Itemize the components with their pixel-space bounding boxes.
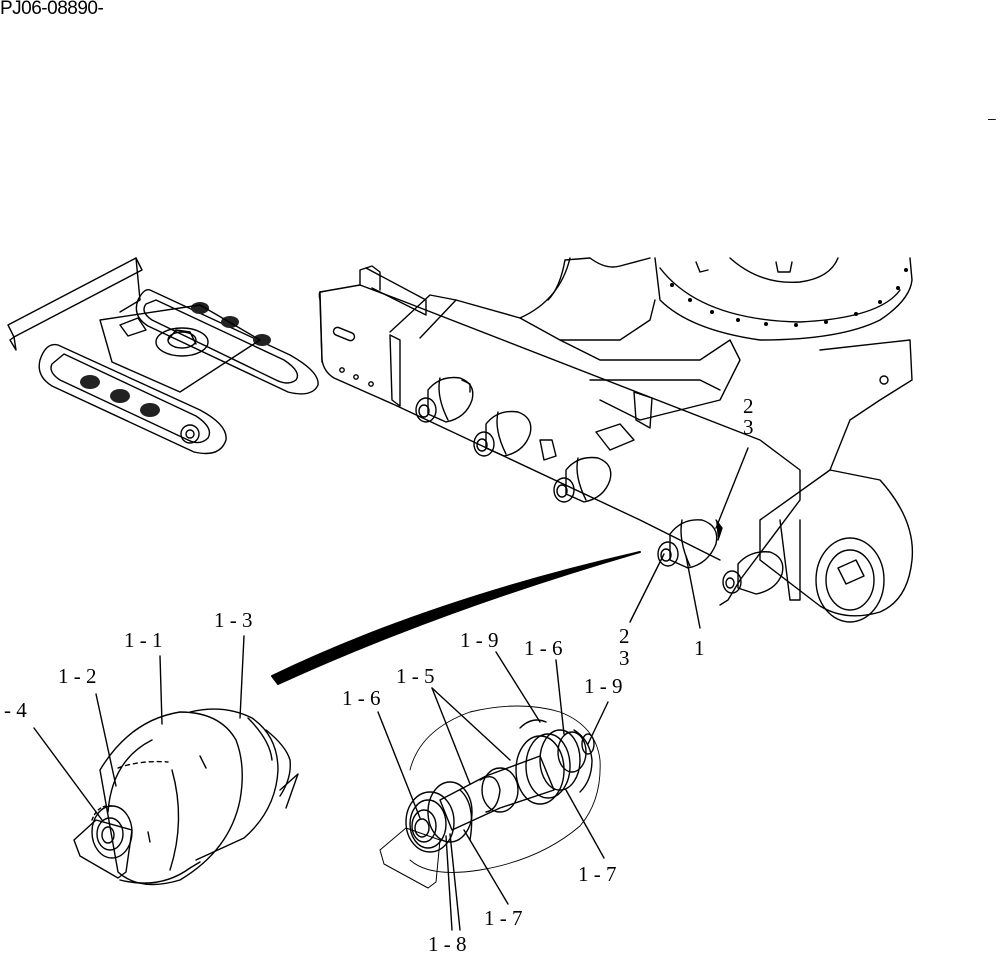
track-roller-4-callout bbox=[657, 519, 723, 569]
undercarriage-overview-thumbnail bbox=[7, 257, 319, 455]
detail-pointer-arrow bbox=[271, 551, 641, 685]
exploded-leader-lines bbox=[377, 651, 609, 931]
callout-1-1: 1 - 1 bbox=[124, 628, 163, 652]
callout-1: 1 bbox=[694, 636, 705, 660]
callout-3-lower: 3 bbox=[619, 646, 630, 670]
callout-1-4: - 4 bbox=[4, 698, 27, 722]
corner-mark: – bbox=[988, 110, 996, 126]
callout-1-6-left: 1 - 6 bbox=[342, 686, 381, 710]
callout-1-8: 1 - 8 bbox=[428, 932, 467, 956]
document-id: PJ06-08890- bbox=[0, 0, 104, 19]
callout-2-upper: 2 bbox=[743, 394, 754, 418]
main-leader-lines bbox=[629, 447, 749, 629]
callout-1-7-bottom: 1 - 7 bbox=[484, 906, 523, 930]
callout-1-2: 1 - 2 bbox=[58, 664, 97, 688]
callout-3-upper: 3 bbox=[743, 415, 754, 439]
callout-1-9-top: 1 - 9 bbox=[460, 628, 499, 652]
callout-1-3: 1 - 3 bbox=[214, 608, 253, 632]
track-roller-2 bbox=[473, 410, 532, 457]
callout-2-lower: 2 bbox=[619, 624, 630, 648]
track-frame-assembly bbox=[318, 257, 914, 623]
roller-exploded-detail bbox=[379, 705, 601, 889]
callout-1-7-right: 1 - 7 bbox=[578, 862, 617, 886]
track-roller-1 bbox=[415, 376, 474, 423]
track-roller-5 bbox=[722, 551, 784, 595]
callout-1-6-top: 1 - 6 bbox=[524, 636, 563, 660]
callout-1-9-right: 1 - 9 bbox=[584, 674, 623, 698]
assembled-leader-lines bbox=[33, 635, 245, 821]
roller-assembled-detail bbox=[73, 708, 299, 886]
callout-1-5: 1 - 5 bbox=[396, 664, 435, 688]
track-roller-3 bbox=[553, 456, 612, 503]
